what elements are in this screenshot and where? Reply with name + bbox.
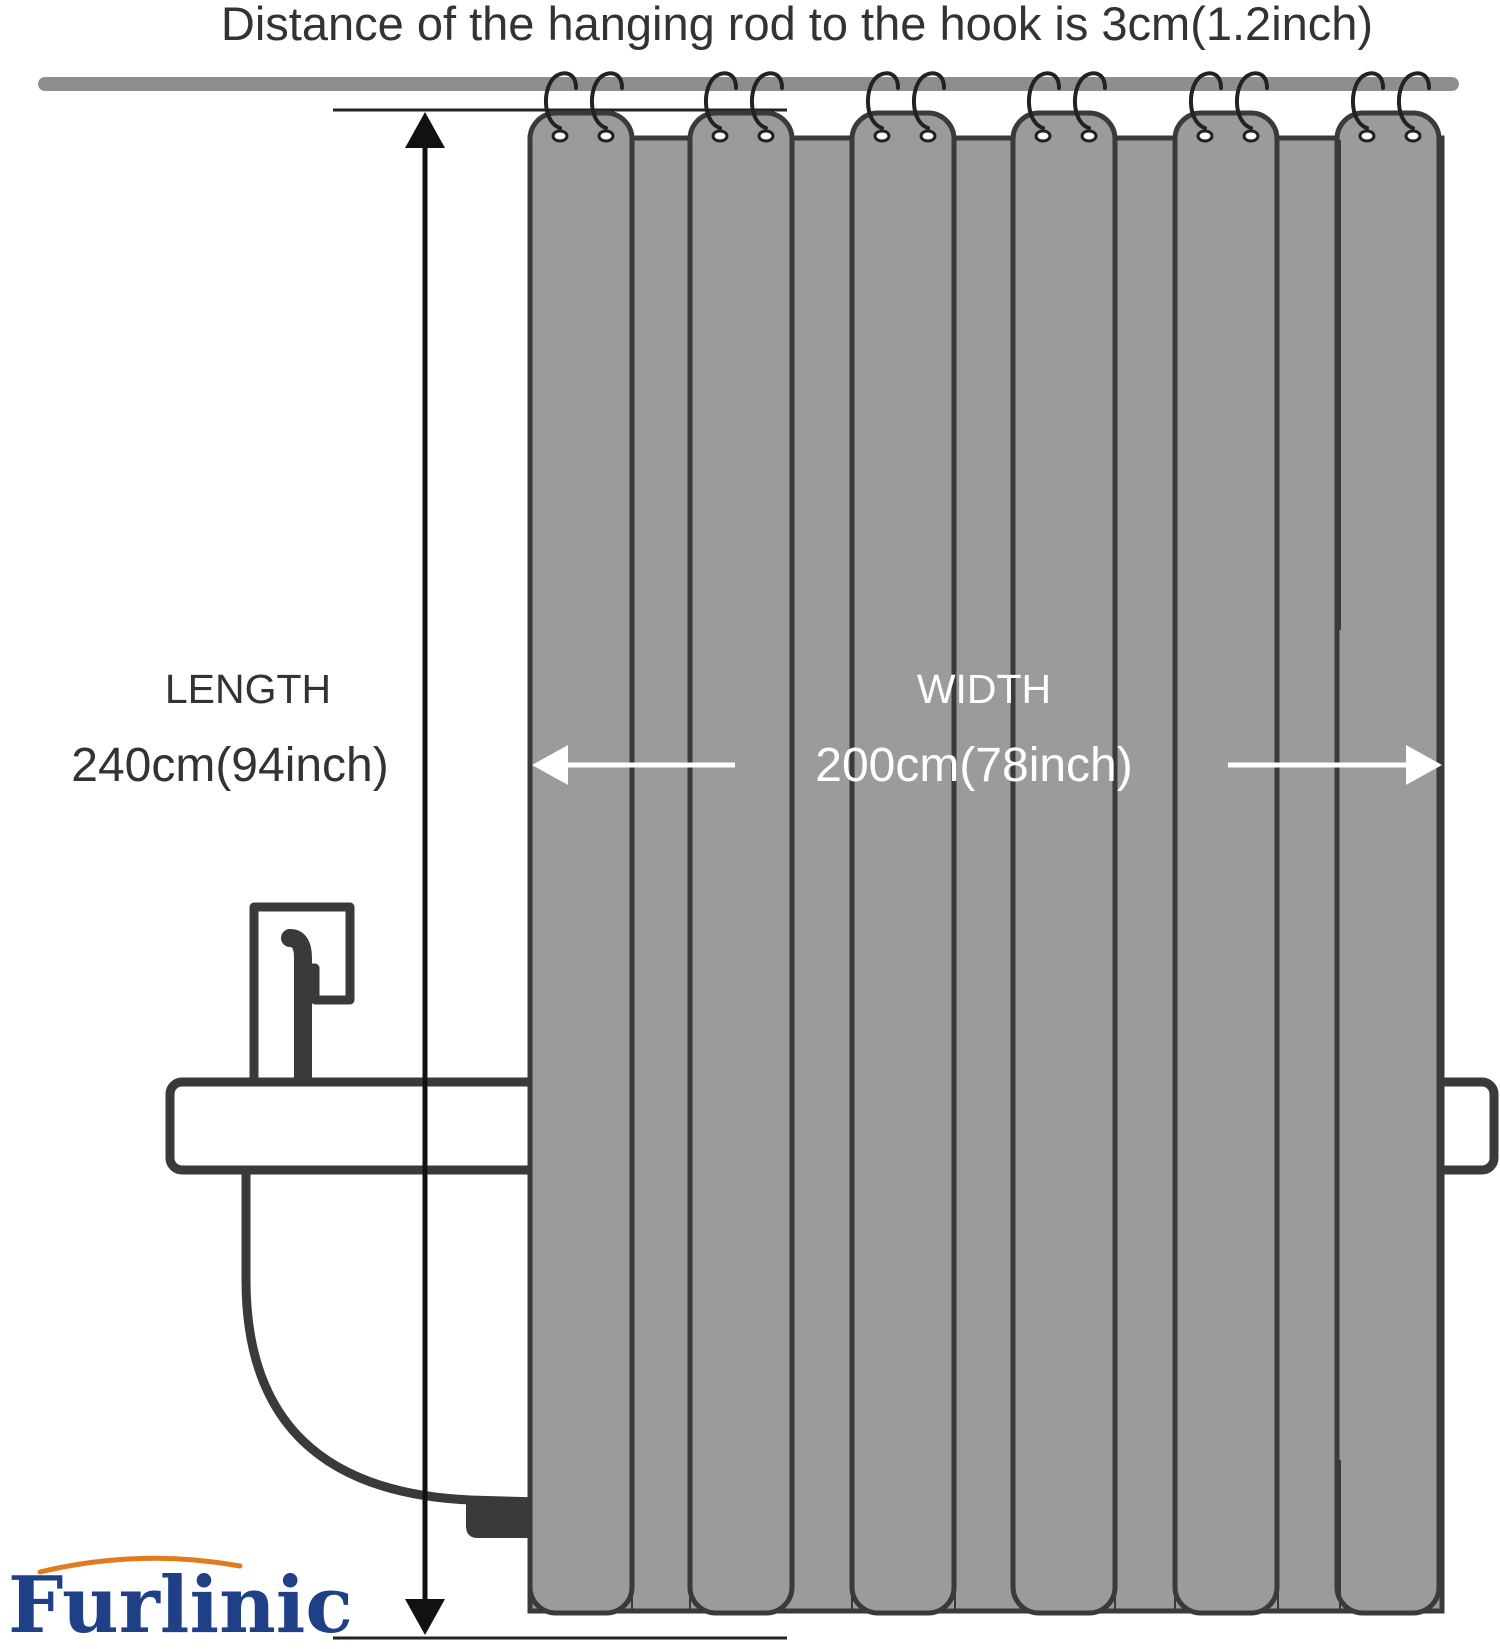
curtain-hook-icon — [543, 71, 578, 143]
curtain-pleat-3 — [849, 110, 957, 1616]
curtain-hook-icon — [1350, 71, 1385, 143]
curtain-pleat-1 — [527, 110, 635, 1616]
curtain-pleat-4 — [1010, 110, 1118, 1616]
width-label: WIDTH — [917, 666, 1051, 712]
tub-bowl — [241, 1172, 541, 1507]
length-value: 240cm(94inch) — [71, 739, 388, 792]
width-arrow-right — [1228, 745, 1442, 785]
curtain-body — [530, 138, 1442, 1611]
curtain-hook-icon — [749, 71, 784, 143]
width-value: 200cm(78inch) — [815, 739, 1132, 792]
curtain-pleat-5 — [1172, 110, 1280, 1616]
faucet-spout — [281, 929, 312, 1094]
curtain-hook-icon — [1396, 71, 1431, 143]
shower-curtain — [527, 71, 1445, 1616]
brand-logo: Furlinic — [8, 1555, 353, 1649]
tub-rim-left — [165, 1077, 575, 1175]
curtain-hook-icon — [1234, 71, 1269, 143]
curtain-hook-icon — [589, 71, 624, 143]
curtain-pleat-2 — [687, 110, 795, 1616]
length-label: LENGTH — [165, 666, 331, 712]
curtain-hook-icon — [703, 71, 738, 143]
curtain-hook-icon — [865, 71, 900, 143]
curtain-pleat-6 — [1334, 110, 1442, 1616]
curtain-hook-icon — [1072, 71, 1107, 143]
brand-name: Furlinic — [8, 1560, 353, 1644]
curtain-hook-icon — [1188, 71, 1223, 143]
width-arrow-left — [532, 745, 735, 785]
rod-hook-distance-note: Distance of the hanging rod to the hook … — [221, 0, 1373, 50]
length-dimension-arrow — [405, 112, 445, 1635]
brand-swoosh — [37, 1555, 243, 1575]
curtain-hook-icon — [1026, 71, 1061, 143]
tub-drain — [466, 1498, 540, 1538]
curtain-hook-icon — [911, 71, 946, 143]
